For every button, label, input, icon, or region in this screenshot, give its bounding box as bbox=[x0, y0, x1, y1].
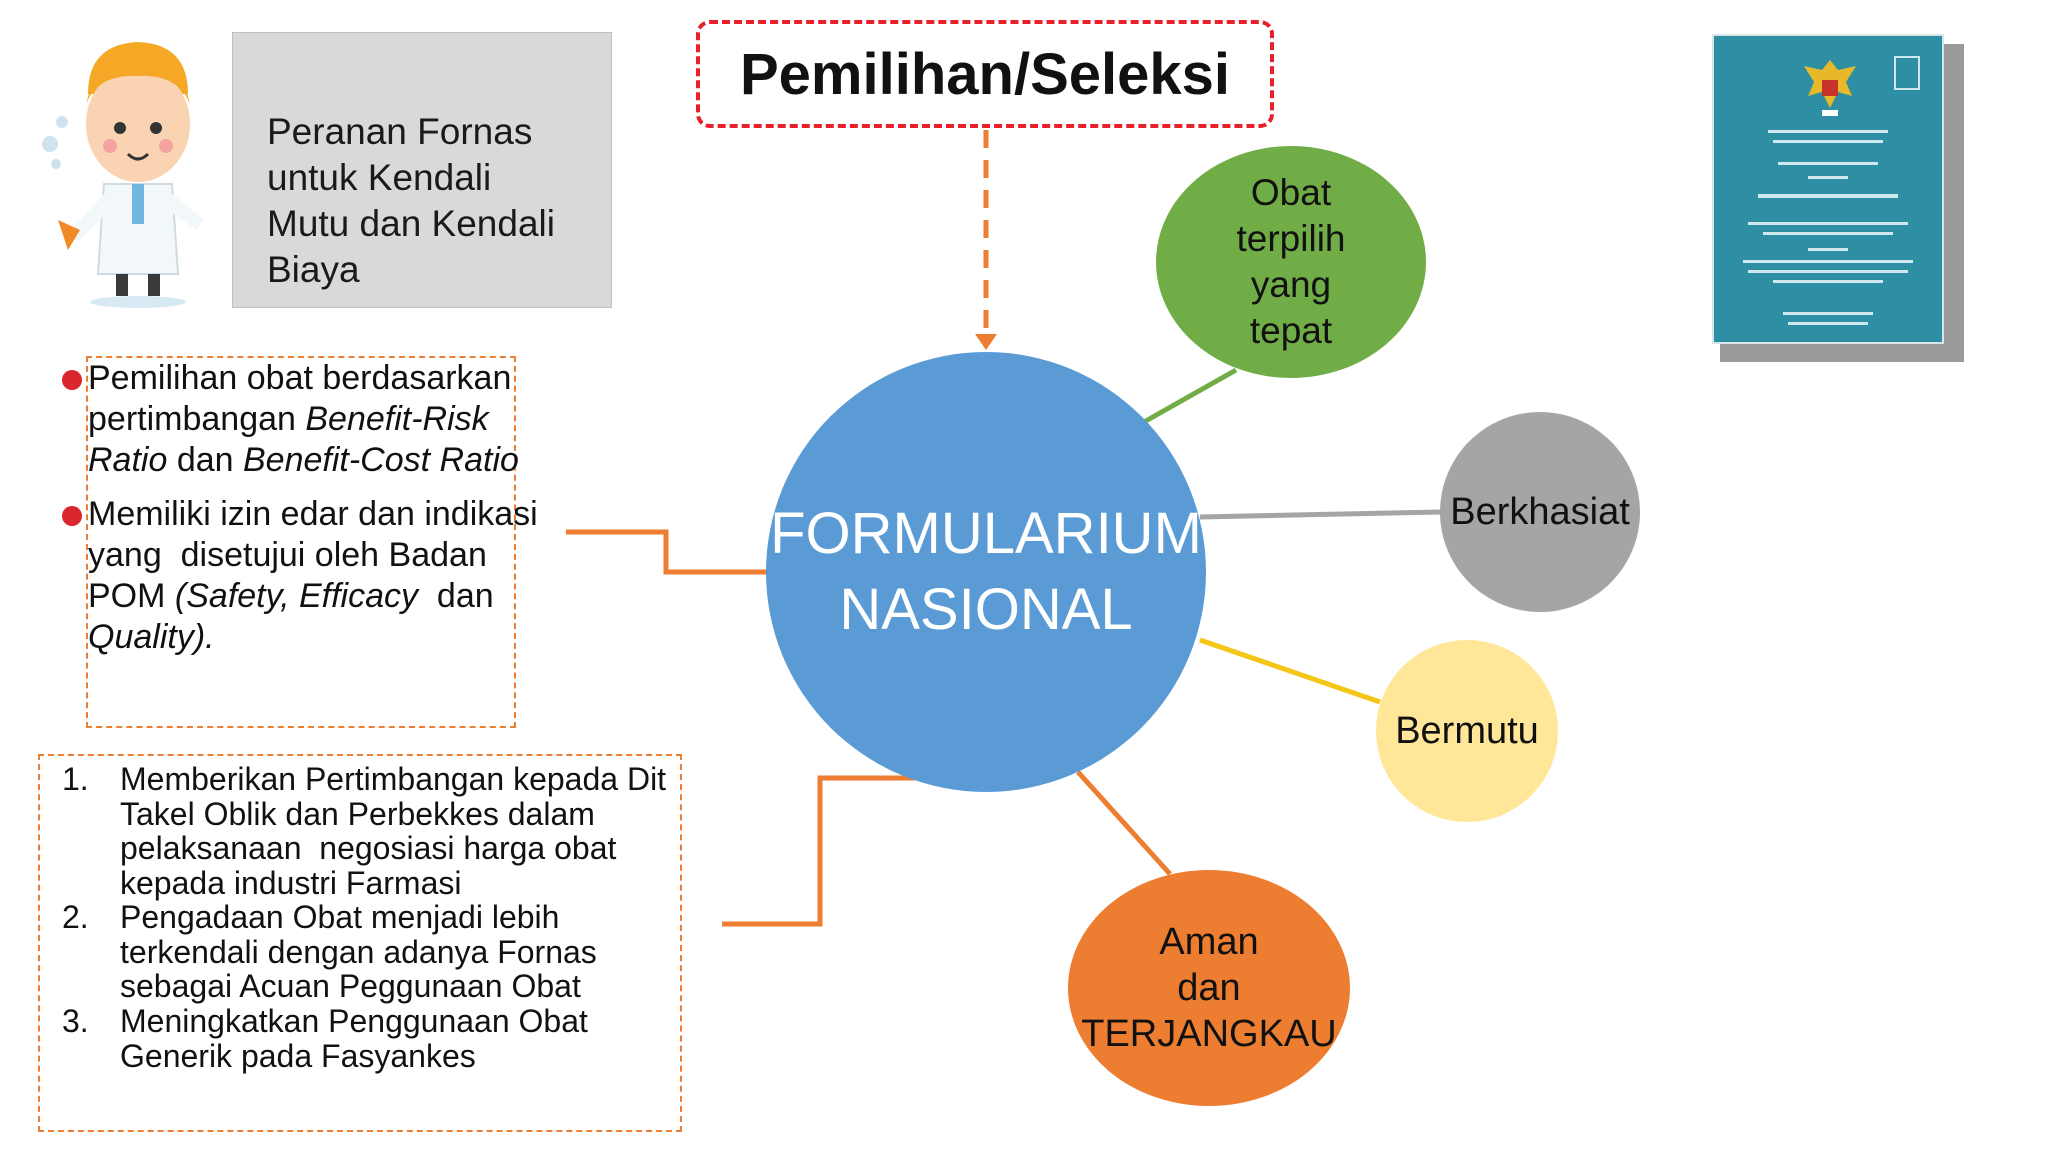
benefit-line: Meningkatkan Penggunaan Obat bbox=[120, 1003, 588, 1039]
obat-line: yang bbox=[1250, 264, 1332, 305]
criteria-text: Ratio dan Benefit-Cost Ratio bbox=[88, 441, 519, 479]
bermutu-circle: Bermutu bbox=[1376, 640, 1558, 822]
bullet-icon bbox=[62, 506, 82, 526]
benefit-line: terkendali dengan adanya Fornas bbox=[120, 933, 597, 970]
book-text-line bbox=[1773, 280, 1883, 283]
book-text-line bbox=[1808, 248, 1848, 251]
book-text-line bbox=[1768, 130, 1888, 133]
benefit-line: Memberikan Pertimbangan kepada Dit bbox=[120, 761, 667, 797]
aman-terjangkau-circle: Aman dan TERJANGKAU bbox=[1068, 870, 1350, 1106]
book-text-line bbox=[1743, 260, 1913, 263]
formularium-book-cover-icon bbox=[1712, 34, 1944, 344]
bullet-icon bbox=[62, 370, 82, 390]
center-line: NASIONAL bbox=[839, 577, 1133, 642]
connector-obat bbox=[1142, 367, 1238, 425]
criteria-text: pertimbangan Benefit-Risk bbox=[88, 400, 489, 438]
arrow-head-icon bbox=[975, 334, 997, 350]
connector-benefits bbox=[722, 775, 918, 927]
criteria-list: Pemilihan obat berdasarkan pertimbangan … bbox=[62, 358, 568, 678]
benefits-box: 1. Memberikan Pertimbangan kepada Dit Ta… bbox=[38, 754, 682, 1132]
berkhasiat-circle: Berkhasiat bbox=[1440, 412, 1640, 612]
scientist-cartoon-icon bbox=[42, 42, 204, 308]
connector-aman bbox=[1076, 770, 1172, 876]
book-badge bbox=[1894, 56, 1920, 90]
connector-mutu bbox=[1199, 637, 1381, 705]
obat-terpilih-circle: Obat terpilih yang tepat bbox=[1156, 146, 1426, 378]
book-text-line bbox=[1778, 162, 1878, 165]
garuda-emblem-icon bbox=[1804, 60, 1856, 116]
book-text-line bbox=[1808, 176, 1848, 179]
role-line: Peranan Fornas bbox=[267, 111, 533, 152]
criteria-text: Memiliki izin edar dan indikasi bbox=[88, 495, 538, 533]
book-text-line bbox=[1758, 194, 1898, 198]
criteria-item-1: Pemilihan obat berdasarkan pertimbangan … bbox=[62, 358, 519, 481]
berkhasiat-label: Berkhasiat bbox=[1450, 490, 1630, 533]
obat-line: Obat bbox=[1250, 172, 1332, 213]
criteria-text: POM (Safety, Efficacy dan bbox=[88, 577, 494, 615]
book-text-line bbox=[1788, 322, 1868, 325]
formularium-nasional-circle: FORMULARIUM NASIONAL bbox=[766, 352, 1206, 792]
aman-line: TERJANGKAU bbox=[1081, 1013, 1337, 1055]
book-text-line bbox=[1763, 232, 1893, 235]
benefit-line: Generik pada Fasyankes bbox=[120, 1037, 476, 1074]
book-text-line bbox=[1748, 222, 1908, 225]
aman-line: Aman bbox=[1159, 921, 1259, 963]
benefit-line: kepada industri Farmasi bbox=[120, 864, 462, 901]
connector-khasiat bbox=[1199, 509, 1443, 520]
criteria-box bbox=[86, 356, 516, 728]
book-text-line bbox=[1748, 270, 1908, 273]
benefit-line: Takel Oblik dan Perbekkes dalam bbox=[120, 795, 595, 832]
obat-line: tepat bbox=[1249, 310, 1333, 351]
role-line: Mutu dan Kendali bbox=[267, 203, 555, 244]
book-text-line bbox=[1783, 312, 1873, 315]
benefit-line: sebagai Acuan Peggunaan Obat bbox=[120, 968, 581, 1004]
book-text-line bbox=[1773, 140, 1883, 143]
benefit-number: 2. bbox=[62, 899, 89, 935]
page-title: Pemilihan/Seleksi bbox=[696, 20, 1274, 128]
center-line: FORMULARIUM bbox=[770, 501, 1202, 566]
benefit-number: 1. bbox=[62, 761, 89, 797]
obat-line: terpilih bbox=[1236, 218, 1346, 259]
criteria-text: Pemilihan obat berdasarkan bbox=[88, 359, 512, 397]
criteria-text: yang disetujui oleh Badan bbox=[88, 536, 487, 574]
aman-line: dan bbox=[1177, 967, 1241, 1009]
benefit-number: 3. bbox=[62, 1003, 89, 1039]
role-line: untuk Kendali bbox=[267, 157, 492, 198]
connector-criteria bbox=[566, 529, 768, 575]
bermutu-label: Bermutu bbox=[1395, 709, 1539, 752]
role-description-box: Peranan Fornas untuk Kendali Mutu dan Ke… bbox=[232, 32, 612, 308]
role-line: Biaya bbox=[267, 249, 360, 290]
criteria-item-2: Memiliki izin edar dan indikasi yang dis… bbox=[62, 494, 538, 658]
benefit-line: Pengadaan Obat menjadi lebih bbox=[120, 899, 560, 935]
benefit-line: pelaksanaan negosiasi harga obat bbox=[120, 830, 617, 866]
criteria-text: Quality). bbox=[88, 618, 215, 656]
